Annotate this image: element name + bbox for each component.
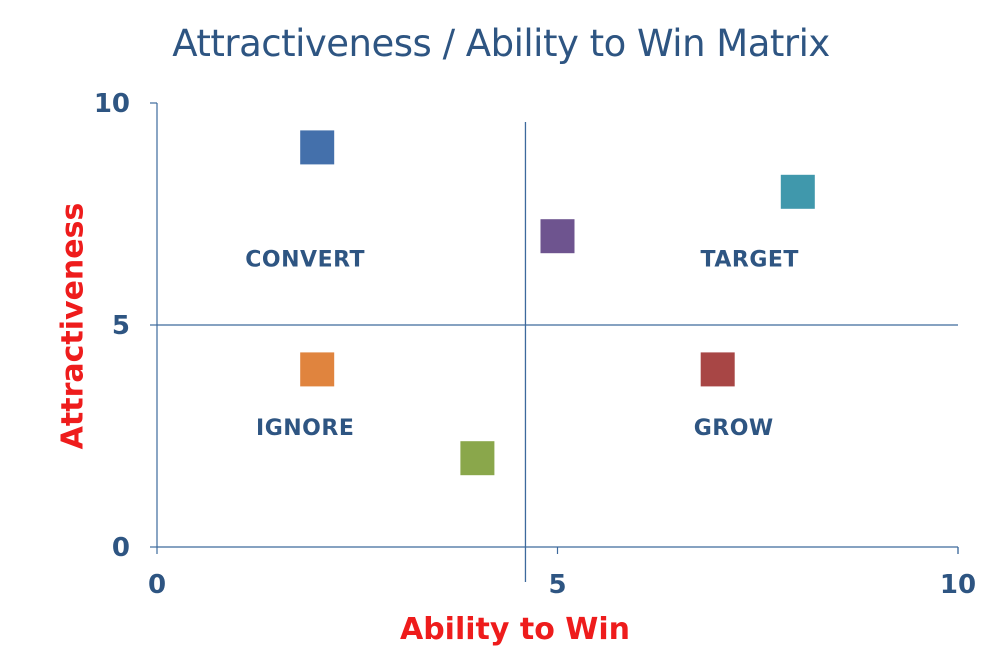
data-point [780, 174, 815, 209]
data-points [300, 130, 815, 476]
y-tick-label: 10 [94, 89, 130, 119]
quadrant-label-grow: GROW [694, 416, 774, 441]
y-tick-label: 0 [112, 533, 130, 563]
y-tick-label: 5 [112, 311, 130, 341]
x-axis-title: Ability to Win [399, 612, 630, 647]
x-tick-label: 0 [148, 570, 166, 600]
data-point [460, 441, 495, 476]
x-tick-label: 5 [548, 570, 566, 600]
tick-labels: 0 5 10 0 5 10 [94, 89, 976, 600]
quadrant-labels: CONVERT TARGET IGNORE GROW [245, 247, 799, 441]
x-tick-label: 10 [940, 570, 976, 600]
axes [150, 102, 959, 554]
data-point [700, 352, 735, 387]
data-point [540, 219, 575, 254]
y-axis-title: Attractiveness [55, 202, 91, 450]
chart-title: Attractiveness / Ability to Win Matrix [172, 22, 830, 65]
quadrant-label-target: TARGET [701, 247, 799, 272]
data-point [300, 352, 335, 387]
quadrant-label-ignore: IGNORE [256, 416, 354, 441]
quadrant-label-convert: CONVERT [245, 247, 365, 272]
quadrant-dividers [157, 122, 958, 582]
data-point [300, 130, 335, 165]
